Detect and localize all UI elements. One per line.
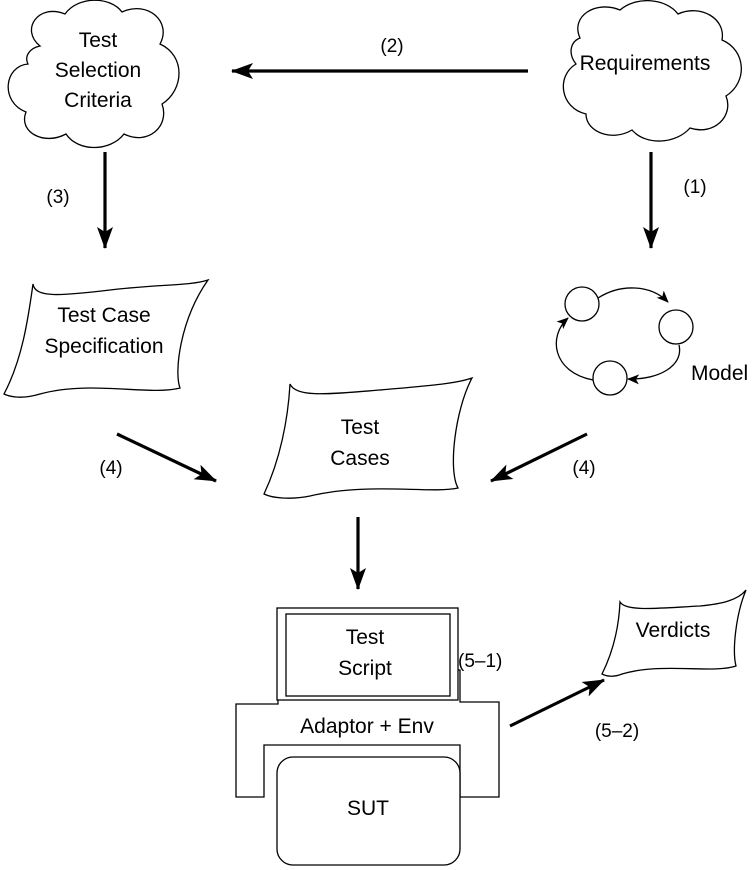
test-selection-criteria-label-1: Test [79, 29, 118, 52]
model-transition-1-2 [597, 287, 669, 303]
step-4-left-label: (4) [99, 458, 122, 479]
arrow-adaptor-to-verdicts [509, 678, 605, 728]
sut-box: SUT [276, 756, 461, 866]
model-transition-3-1 [555, 317, 594, 381]
step-2-label: (2) [380, 36, 403, 57]
requirements-cloud: Requirements [562, 0, 742, 142]
test-selection-criteria-label-2: Selection [55, 59, 141, 82]
test-cases-label-1: Test [341, 416, 380, 439]
test-case-specification-label-1: Test Case [57, 304, 150, 327]
test-script-box: Test Script [276, 607, 459, 701]
step-4-right-label: (4) [572, 458, 595, 479]
model-state-2 [658, 309, 694, 345]
step-1-label: (1) [683, 177, 706, 198]
model-transition-2-3 [627, 344, 681, 385]
test-selection-criteria-cloud: Test Selection Criteria [7, 0, 180, 148]
test-script-label-1: Test [346, 626, 385, 649]
verdicts-label: Verdicts [636, 619, 711, 642]
requirements-label: Requirements [580, 52, 711, 75]
adaptor-env-frame: Adaptor + Env [235, 669, 500, 798]
test-cases-label-2: Cases [330, 447, 390, 470]
model-state-1 [564, 286, 600, 322]
arrow-specification-to-test-cases [116, 432, 217, 483]
step-3-label: (3) [46, 187, 69, 208]
test-case-specification-document: Test Case Specification [3, 278, 210, 398]
test-case-specification-label-2: Specification [44, 335, 163, 358]
test-selection-criteria-label-3: Criteria [64, 89, 132, 112]
step-5-1-label: (5–1) [458, 651, 502, 672]
step-5-2-label: (5–2) [595, 721, 639, 742]
sut-label: SUT [347, 797, 389, 820]
test-script-label-2: Script [338, 657, 392, 680]
verdicts-document: Verdicts [601, 589, 747, 677]
adaptor-env-label: Adaptor + Env [300, 715, 434, 738]
model-state-3 [592, 360, 628, 396]
model-label: Model [691, 362, 748, 385]
arrow-model-to-test-cases [490, 432, 588, 483]
model-state-machine: Model [555, 286, 748, 396]
test-cases-document: Test Cases [263, 376, 474, 499]
